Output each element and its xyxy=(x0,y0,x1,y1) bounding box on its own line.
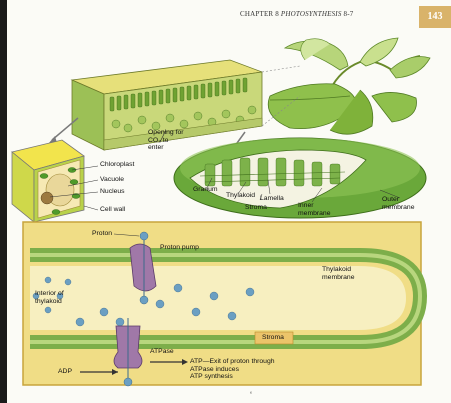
outer-membrane-label: Outer membrane xyxy=(382,196,415,211)
stroma-label-bottom: Stroma xyxy=(262,334,284,342)
stroma-label-top: Stroma xyxy=(245,204,267,212)
chloroplast-label: Chloroplast xyxy=(100,161,134,169)
interior-thylakoid-label: Interior of thylakoid xyxy=(35,290,64,305)
thylakoid-membrane-label: Thylakoid membrane xyxy=(322,266,355,281)
leaf-cross-section xyxy=(72,60,300,150)
inner-membrane-label: Inner membrane xyxy=(298,202,331,217)
nucleus-label: Nucleus xyxy=(100,188,125,196)
proton-label: Proton xyxy=(92,230,112,238)
atpase-label: ATPase xyxy=(150,348,174,356)
adp-label: ADP xyxy=(58,368,72,376)
granum-label: Granum xyxy=(193,186,218,194)
atp-synthesis-note: ATP—Exit of proton through ATPase induce… xyxy=(190,358,275,381)
vacuole-label: Vacuole xyxy=(100,176,124,184)
footer-mark: ‘ xyxy=(250,390,252,400)
co2-opening-label: Opening for CO₂ to enter xyxy=(148,129,184,152)
proton-pump-label: Proton pump xyxy=(160,244,199,252)
thylakoid-label: Thylakoid xyxy=(226,192,255,200)
cell-wall-label: Cell wall xyxy=(100,206,125,214)
lamella-label: Lamella xyxy=(260,195,284,203)
leaf-branch-illustration xyxy=(268,38,430,134)
plant-cell-illustration xyxy=(12,140,98,222)
